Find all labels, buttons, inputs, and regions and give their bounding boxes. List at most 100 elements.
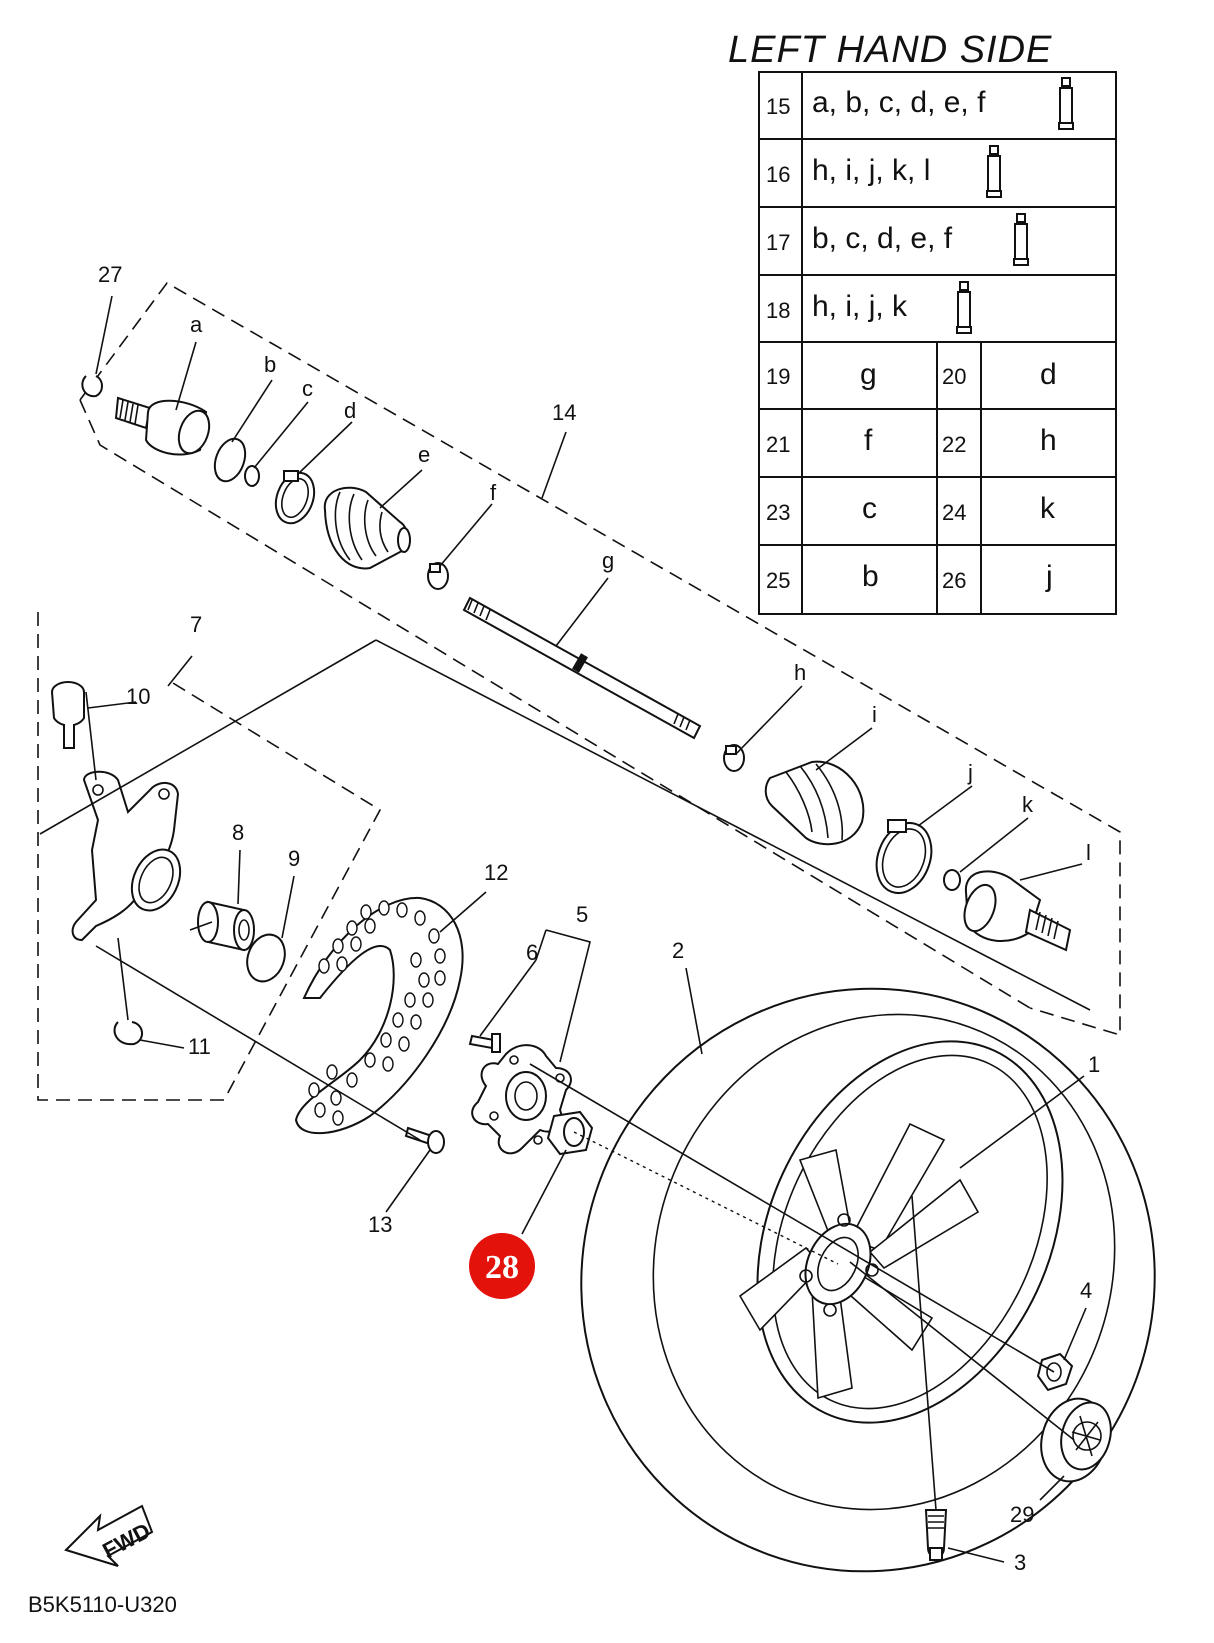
table-row: 23 c 24 k [766,492,1056,525]
callout-d: d [344,398,356,423]
callout-13: 13 [368,1212,392,1237]
callout-b: b [264,352,276,377]
row-number: 21 [766,432,790,457]
callout-27: 27 [98,262,122,287]
callout-12: 12 [484,860,508,885]
boot-band-inner [875,819,933,894]
parts-kit-table: 15 a, b, c, d, e, f 16 h, i, j, k, l 17 … [758,71,1117,615]
highlight-badge [469,1233,535,1299]
callout-14: 14 [552,400,576,425]
row-part: f [864,424,873,457]
ball-joint [51,681,85,749]
row-part: c [862,492,877,525]
small-boot-band [427,562,449,590]
lug-nut [1036,1352,1074,1392]
small-clip [244,465,260,487]
callout-g: g [602,548,614,573]
table-row: 18 h, i, j, k [766,281,972,334]
axle-shaft [462,596,702,740]
callout-a: a [190,312,203,337]
knuckle-assembly-outline [37,612,382,1101]
callout-1: 1 [1088,1052,1100,1077]
brake-disc [294,896,464,1134]
row-number: 26 [942,568,966,593]
callout-7: 7 [190,612,202,637]
grease-tube-icon [1058,77,1074,130]
disc-bolt [404,1126,445,1154]
callout-8: 8 [232,820,244,845]
leader-lines [87,295,1087,1563]
table-row: 17 b, c, d, e, f [766,213,1029,266]
callout-k: k [1022,792,1034,817]
grease-tube-icon [986,145,1002,198]
table-row: 25 b 26 j [766,560,1053,593]
row-part: b [862,560,879,593]
row-part: d [1040,358,1057,391]
cotter-clip [113,1021,143,1046]
row-number: 20 [942,364,966,389]
boot-band [274,470,316,525]
callout-3: 3 [1014,1550,1026,1575]
row-part: k [1040,492,1056,525]
callout-f: f [490,480,497,505]
callout-5: 5 [576,902,588,927]
row-number: 25 [766,568,790,593]
callout-l: l [1086,840,1091,865]
axle-nut [546,1110,594,1156]
center-cap [1040,1397,1112,1483]
inner-cv-joint [963,870,1072,952]
forward-direction-arrow: FWD [64,1504,154,1567]
callout-labels: 27 a b c d e f g 14 h i j k l 7 10 8 9 1… [98,262,1100,1575]
row-parts: h, i, j, k [812,290,908,323]
disc-holes [308,900,446,1126]
alignment-lines [39,639,1091,1511]
callout-h: h [794,660,806,685]
callout-29: 29 [1010,1502,1034,1527]
row-parts: b, c, d, e, f [812,222,953,255]
callout-6: 6 [526,940,538,965]
callout-11: 11 [188,1034,211,1059]
table-row: 19 g 20 d [766,358,1057,391]
diagram-code: B5K5110-U320 [28,1592,177,1617]
wheel-hub [471,1044,572,1155]
seal-ring [213,437,247,483]
outer-cv-joint [114,396,211,456]
steering-knuckle [71,770,182,942]
cv-boot [323,486,411,570]
row-part: j [1045,560,1053,593]
bearing-circlip [246,933,286,983]
row-part: g [860,358,877,391]
table-row: 16 h, i, j, k, l [766,145,1002,198]
row-part: h [1040,424,1057,457]
inner-cv-boot [764,760,865,846]
grease-tube-icon [956,281,972,334]
row-parts: h, i, j, k, l [812,154,930,187]
callout-9: 9 [288,846,300,871]
row-number: 22 [942,432,966,457]
grease-tube-icon [1013,213,1029,266]
callout-i: i [872,702,877,727]
table-row: 15 a, b, c, d, e, f [766,77,1074,130]
callout-2: 2 [672,938,684,963]
wheel-spokes [738,1122,980,1400]
table-row: 21 f 22 h [766,424,1057,457]
callout-j: j [967,760,973,785]
small-clip-inner [943,869,961,891]
circlip [81,375,103,398]
highlight-badge-label: 28 [485,1249,519,1286]
row-number: 16 [766,162,790,187]
row-number: 19 [766,364,790,389]
row-number: 23 [766,500,790,525]
drive-shaft-assembly-outline [79,281,1121,1037]
highlighted-callout-28[interactable]: 28 [469,1233,535,1299]
row-number: 18 [766,298,790,323]
row-number: 17 [766,230,790,255]
valve-stem [924,1509,948,1561]
callout-10: 10 [126,684,150,709]
hub-stud [468,1033,501,1053]
wheel-and-tire [580,987,1156,1573]
callout-4: 4 [1080,1278,1092,1303]
row-number: 15 [766,94,790,119]
diagram-title: LEFT HAND SIDE [728,29,1052,71]
